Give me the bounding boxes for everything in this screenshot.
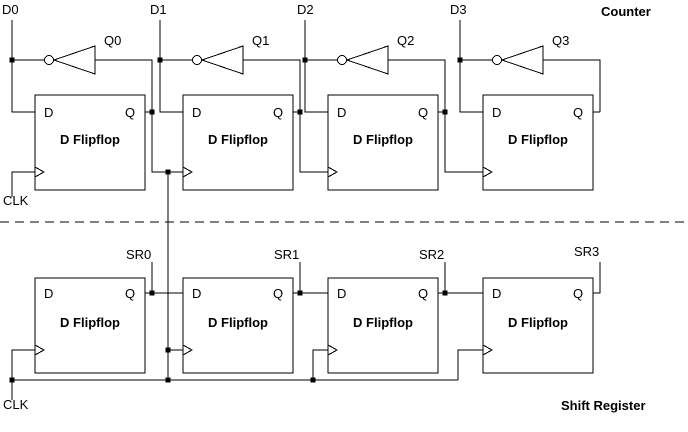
counter-d1-label: D1 bbox=[150, 2, 167, 17]
clock-triangle-icon bbox=[327, 166, 339, 178]
junction-dot bbox=[165, 377, 171, 383]
clock-triangle-icon bbox=[327, 344, 339, 356]
sr-dff4-box bbox=[482, 277, 594, 374]
dff-q-pin-label: Q bbox=[573, 105, 584, 120]
sr2-label: SR2 bbox=[419, 247, 445, 262]
inverter-bubble-icon bbox=[192, 55, 202, 65]
dff-d-pin-label: D bbox=[492, 286, 502, 301]
junction-dot bbox=[297, 109, 303, 115]
dff-name-label: D Flipflop bbox=[353, 315, 413, 330]
dff-q-pin-label: Q bbox=[418, 286, 429, 301]
counter-title: Counter bbox=[601, 4, 651, 19]
clock-triangle-icon bbox=[34, 166, 46, 178]
dff-d-pin-label: D bbox=[192, 286, 202, 301]
dff-name-label: D Flipflop bbox=[60, 315, 120, 330]
inverter-icon bbox=[500, 45, 544, 75]
inverter-icon bbox=[200, 45, 244, 75]
clk-label-bottom: CLK bbox=[3, 397, 29, 412]
inverter-bubble-icon bbox=[44, 55, 54, 65]
dff-q-pin-label: Q bbox=[273, 286, 284, 301]
sr3-label: SR3 bbox=[574, 244, 600, 259]
inverter-bubble-icon bbox=[337, 55, 347, 65]
junction-dot bbox=[165, 347, 171, 353]
junction-dot bbox=[302, 57, 308, 63]
counter-stage3-wires bbox=[304, 20, 483, 173]
dff-d-pin-label: D bbox=[337, 105, 347, 120]
junction-dot bbox=[297, 290, 303, 296]
sr-dff1-box bbox=[34, 277, 146, 374]
counter-q0-label: Q0 bbox=[104, 33, 122, 48]
clk-rail-bottom bbox=[11, 349, 483, 400]
dff-q-pin-label: Q bbox=[125, 105, 136, 120]
counter-stage1-wires bbox=[11, 20, 183, 173]
counter-d0-label: D0 bbox=[2, 2, 19, 17]
counter-dff3-box bbox=[327, 94, 439, 191]
dff-q-pin-label: Q bbox=[273, 105, 284, 120]
junction-dot bbox=[149, 109, 155, 115]
clock-triangle-icon bbox=[182, 344, 194, 356]
shift-register-title: Shift Register bbox=[561, 398, 646, 413]
dff-name-label: D Flipflop bbox=[508, 315, 568, 330]
junction-dot bbox=[149, 290, 155, 296]
clock-triangle-icon bbox=[34, 344, 46, 356]
sr-stage4-wires bbox=[593, 262, 601, 294]
dff-name-label: D Flipflop bbox=[208, 315, 268, 330]
clock-triangle-icon bbox=[482, 344, 494, 356]
sr-stage3-wires bbox=[438, 262, 483, 294]
dff-name-label: D Flipflop bbox=[508, 132, 568, 147]
dff-q-pin-label: Q bbox=[573, 286, 584, 301]
junction-dot bbox=[9, 377, 15, 383]
junction-dot bbox=[442, 109, 448, 115]
dff-d-pin-label: D bbox=[44, 105, 54, 120]
counter-q3-label: Q3 bbox=[552, 33, 570, 48]
dff-q-pin-label: Q bbox=[418, 105, 429, 120]
sr-dff2-box bbox=[182, 277, 294, 374]
dff-q-pin-label: Q bbox=[125, 286, 136, 301]
clock-triangle-icon bbox=[182, 166, 194, 178]
clk-label-top: CLK bbox=[3, 193, 29, 208]
inverter-icon bbox=[345, 45, 389, 75]
clock-triangle-icon bbox=[482, 166, 494, 178]
dff-name-label: D Flipflop bbox=[60, 132, 120, 147]
counter-dff4-box bbox=[482, 94, 594, 191]
counter-stage4-wires bbox=[459, 20, 601, 113]
junction-dot bbox=[9, 57, 15, 63]
counter-q2-label: Q2 bbox=[397, 33, 415, 48]
counter-stage2-wires bbox=[159, 20, 328, 173]
counter-q1-label: Q1 bbox=[252, 33, 270, 48]
dff-name-label: D Flipflop bbox=[208, 132, 268, 147]
dff-d-pin-label: D bbox=[337, 286, 347, 301]
counter-dff2-box bbox=[182, 94, 294, 191]
dff-name-label: D Flipflop bbox=[353, 132, 413, 147]
dff-d-pin-label: D bbox=[492, 105, 502, 120]
counter-d3-label: D3 bbox=[450, 2, 467, 17]
sr-stage2-wires bbox=[293, 262, 328, 294]
junction-dot bbox=[310, 377, 316, 383]
counter-d2-label: D2 bbox=[297, 2, 314, 17]
junction-dot bbox=[442, 290, 448, 296]
clk-wire-top bbox=[11, 171, 35, 197]
sr1-label: SR1 bbox=[274, 247, 300, 262]
inverter-icon bbox=[52, 45, 96, 75]
counter-dff1-box bbox=[34, 94, 146, 191]
junction-dot bbox=[165, 169, 171, 175]
junction-dot bbox=[457, 57, 463, 63]
inverter-bubble-icon bbox=[492, 55, 502, 65]
sr-dff3-box bbox=[327, 277, 439, 374]
junction-dot bbox=[157, 57, 163, 63]
sr-stage1-wires bbox=[145, 262, 183, 294]
dff-d-pin-label: D bbox=[44, 286, 54, 301]
dff-d-pin-label: D bbox=[192, 105, 202, 120]
sr0-label: SR0 bbox=[126, 247, 152, 262]
